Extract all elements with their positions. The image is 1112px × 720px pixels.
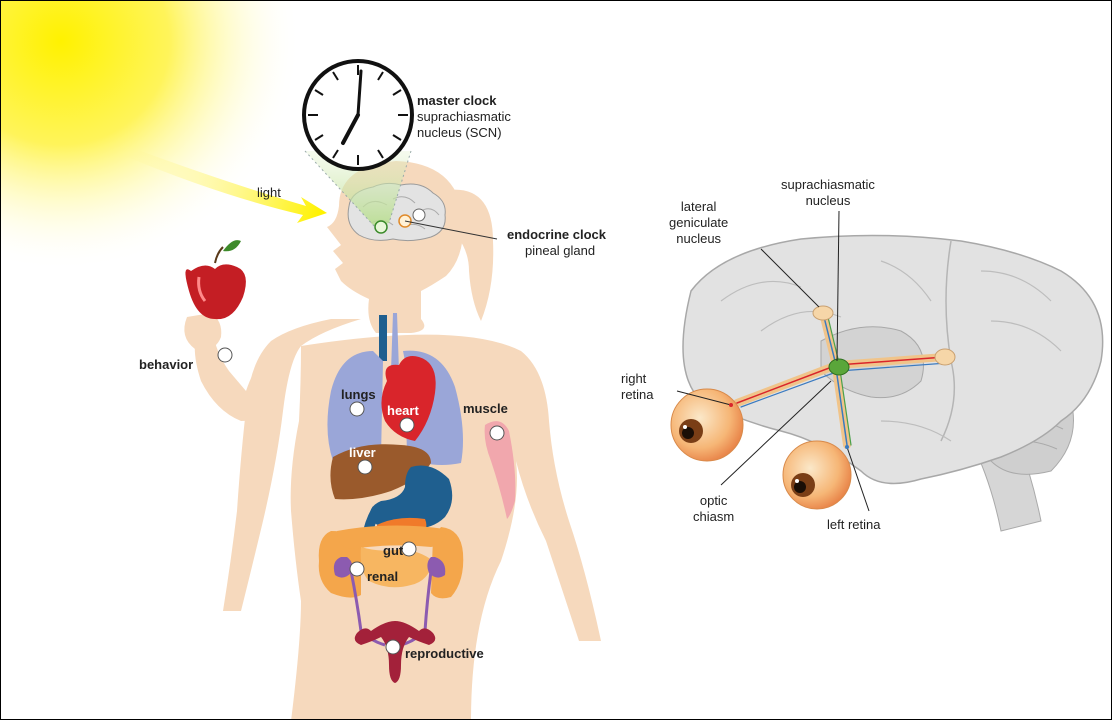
muscle-label: muscle	[463, 401, 508, 417]
liver-label: liver	[349, 445, 376, 461]
lgn-label: lateral geniculate nucleus	[669, 199, 728, 247]
heart-clock-icon	[400, 418, 414, 432]
left-eye	[783, 441, 851, 509]
scn-green-nucleus	[829, 359, 849, 375]
reproductive-label: reproductive	[405, 646, 484, 662]
brain-clock-icon	[413, 209, 425, 221]
optic-chiasm-label: optic chiasm	[693, 493, 734, 525]
gut-clock-icon	[402, 542, 416, 556]
left-retina-dot	[845, 445, 849, 449]
scn-clock-icon	[375, 221, 387, 233]
endocrine-clock-title: endocrine clock	[507, 227, 606, 243]
lungs-label: lungs	[341, 387, 376, 403]
behavior-clock-icon	[218, 348, 232, 362]
scn-label: suprachiasmatic nucleus	[781, 177, 875, 209]
brain-cross-section	[683, 235, 1103, 531]
light-label: light	[257, 185, 281, 201]
master-clock-title: master clock	[417, 93, 497, 109]
endocrine-clock-subtitle: pineal gland	[525, 243, 595, 259]
renal-label: renal	[367, 569, 398, 585]
behavior-label: behavior	[139, 357, 193, 373]
right-eye	[671, 389, 743, 461]
lungs-clock-icon	[350, 402, 364, 416]
renal-clock-icon	[350, 562, 364, 576]
gut-label: gut	[383, 543, 403, 559]
master-clock-icon	[304, 61, 412, 169]
right-retina-label: right retina	[621, 371, 654, 403]
sun-glow	[1, 1, 321, 301]
lgn-right	[935, 349, 955, 365]
esophagus	[379, 315, 387, 361]
reproductive-clock-icon	[386, 640, 400, 654]
heart-label: heart	[387, 403, 419, 419]
lgn-left	[813, 306, 833, 320]
right-retina-dot	[729, 403, 733, 407]
left-retina-label: left retina	[827, 517, 880, 533]
master-clock-subtitle: suprachiasmatic nucleus (SCN)	[417, 109, 511, 141]
liver-clock-icon	[358, 460, 372, 474]
muscle-clock-icon	[490, 426, 504, 440]
